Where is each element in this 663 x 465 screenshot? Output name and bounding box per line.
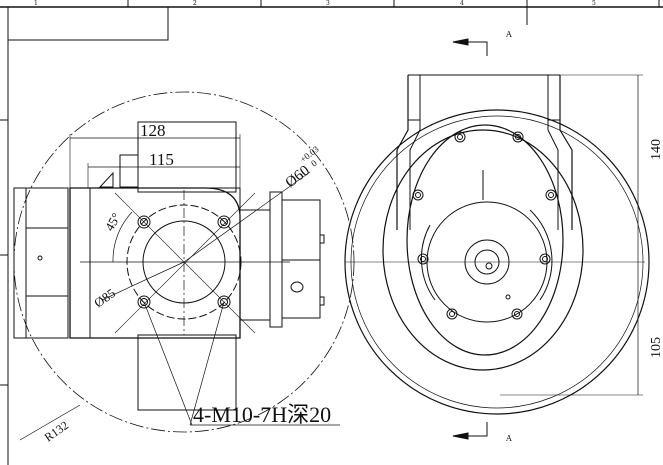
zone-number: 5 (592, 0, 596, 7)
zone-number: 1 (34, 0, 38, 7)
dimension-radius: R132 (42, 418, 71, 444)
dimension-140: 140 (649, 139, 663, 160)
thread-callout: 4-M10-7H深20 (193, 402, 331, 427)
zone-number: 3 (326, 0, 330, 7)
section-marker-bottom (452, 422, 488, 440)
zone-number: 2 (193, 0, 197, 7)
front-view (344, 74, 650, 415)
mounting-screw (412, 131, 557, 320)
section-label: A (505, 434, 512, 443)
section-marker-top (452, 38, 488, 56)
side-view (13, 91, 355, 441)
dimension-bolt-circle: Ø85 (91, 285, 118, 310)
dimension-angle: 45° (102, 210, 124, 233)
dimension-bore: Ø60 (283, 163, 313, 192)
dimension-105: 105 (649, 337, 663, 358)
section-label: A (505, 30, 512, 39)
dimension-115: 115 (149, 150, 174, 169)
dimension-tolerance-lower: 0 (309, 158, 319, 169)
bolt-hole (137, 215, 231, 309)
zone-number: 4 (460, 0, 464, 7)
dimension-128: 128 (140, 121, 166, 140)
title-box (7, 6, 169, 41)
